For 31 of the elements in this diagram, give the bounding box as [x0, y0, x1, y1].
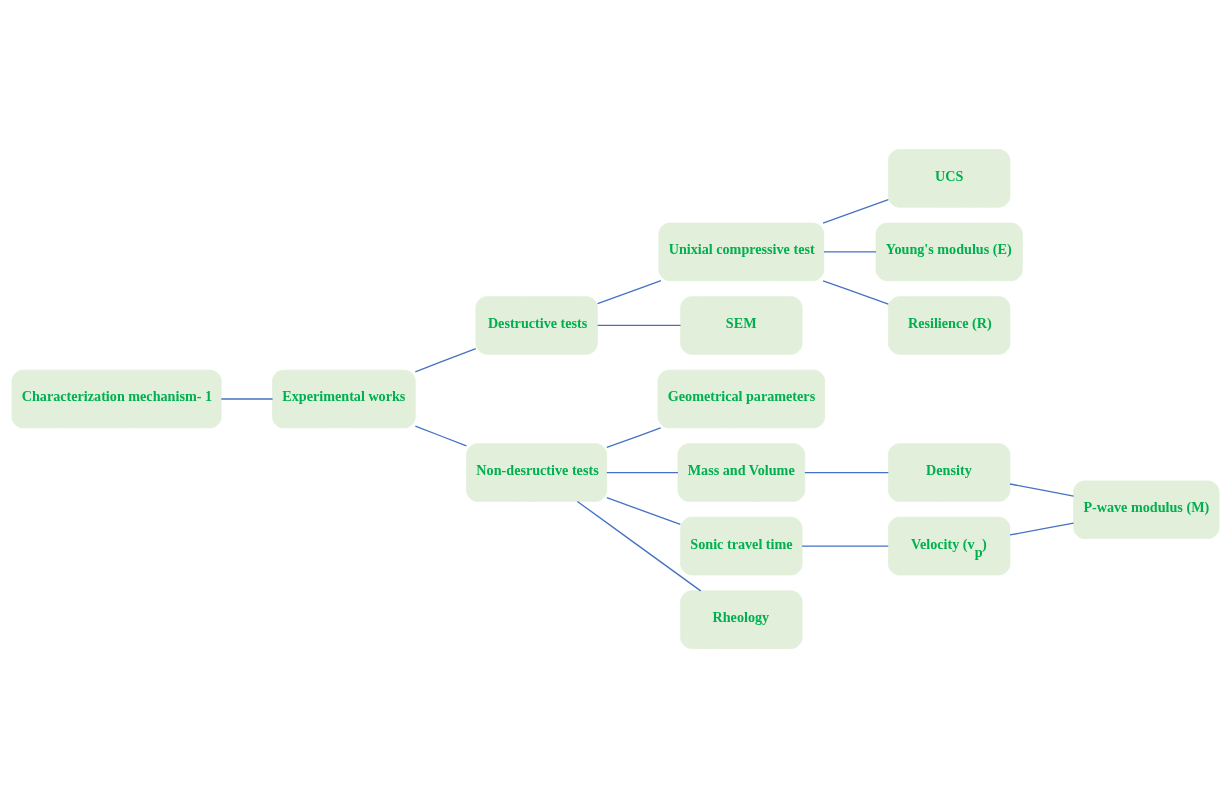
- connector: [1009, 522, 1075, 536]
- node-box: Resilience (R): [888, 296, 1011, 355]
- connector: [822, 199, 890, 224]
- connector: [596, 324, 682, 327]
- connector: [606, 497, 681, 525]
- connector: [596, 280, 662, 305]
- node-box: UCS: [888, 149, 1011, 208]
- connector: [414, 425, 468, 447]
- connector: [804, 471, 890, 474]
- node-box: Experimental works: [272, 369, 416, 429]
- connector: [606, 471, 679, 474]
- connector: [576, 500, 702, 592]
- node-box: Density: [888, 443, 1011, 502]
- node-box: Non-desructive tests: [466, 443, 608, 502]
- connector: [606, 427, 662, 449]
- connector: [801, 545, 889, 547]
- connector: [220, 398, 274, 400]
- node-box: Characterization mechanism- 1: [11, 369, 222, 429]
- node-box: Unixial compressive test: [658, 222, 825, 282]
- connector: [414, 347, 477, 373]
- node-box: SEM: [680, 296, 803, 355]
- connector: [822, 280, 890, 305]
- node-box: Geometrical parameters: [657, 369, 826, 429]
- connector: [1009, 483, 1075, 497]
- node-box: Sonic travel time: [680, 516, 803, 576]
- node-box: Destructive tests: [475, 296, 598, 355]
- connector: [823, 251, 877, 253]
- node-box: P-wave modulus (M): [1073, 480, 1220, 539]
- node-box: Mass and Volume: [677, 443, 806, 502]
- node-box: Young's modulus (E): [875, 222, 1023, 282]
- node-box: Rheology: [680, 590, 803, 649]
